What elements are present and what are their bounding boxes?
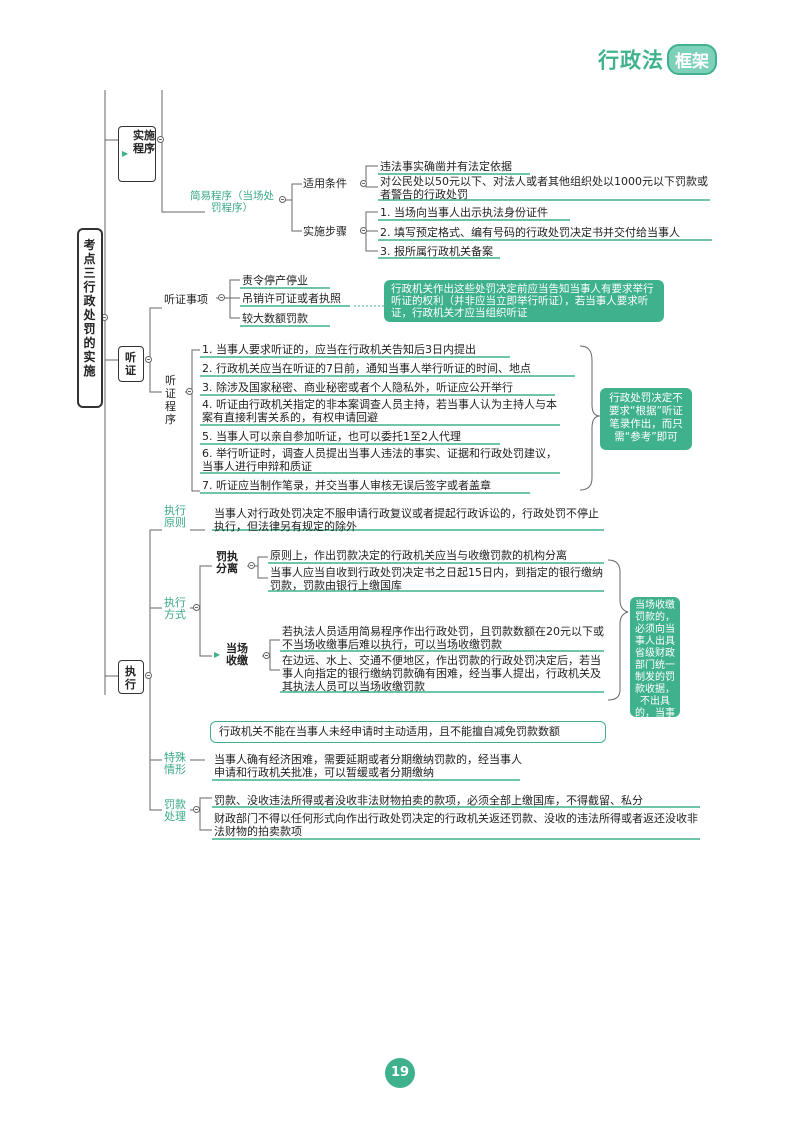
collapse-matters-icon[interactable] xyxy=(218,294,225,301)
separation-2: 当事人应当自收到行政处罚决定书之日起15日内，到指定的银行缴纳罚款，罚款由银行上… xyxy=(270,566,603,592)
procedure-5: 5. 当事人可以亲自参加听证，也可以委托1至2人代理 xyxy=(202,430,461,443)
step-3: 3. 报所属行政机关备案 xyxy=(380,245,493,258)
collapse-onsite-icon[interactable] xyxy=(263,652,270,659)
special-text: 当事人确有经济困难，需要延期或者分期缴纳罚款的，经当事人申请和行政机关批准，可以… xyxy=(214,753,522,779)
collapse-implementation-icon[interactable] xyxy=(157,136,164,143)
collapse-procedure-icon[interactable] xyxy=(186,388,193,395)
brand-logo: 行政法框架 xyxy=(598,44,717,76)
collapse-handling-icon[interactable] xyxy=(193,806,200,813)
onsite-label: 当场收缴 xyxy=(226,642,248,667)
handling-2: 财政部门不得以任何形式向作出行政处罚决定的行政机关返还罚款、没收的违法所得或者返… xyxy=(214,812,698,838)
execution-box: 执行 xyxy=(118,660,144,694)
collapse-conditions-icon[interactable] xyxy=(360,180,367,187)
separation-label: 罚执分离 xyxy=(216,550,238,575)
principle-text: 当事人对行政处罚决定不服申请行政复议或者提起行政诉讼的，行政处罚不停止执行，但法… xyxy=(214,507,599,533)
matter-2: 吊销许可证或者执照 xyxy=(242,292,341,305)
special-label: 特殊情形 xyxy=(164,751,186,776)
simple-procedure-label: 简易程序（当场处罚程序） xyxy=(190,190,274,214)
onsite-1: 若执法人员适用简易程序作出行政处罚，且罚款数额在20元以下或不当场收缴事后难以执… xyxy=(282,625,604,651)
procedure-4: 4. 听证由行政机关指定的非本案调查人员主持，若当事人认为主持人与本案有直接利害… xyxy=(202,398,557,424)
procedure-7: 7. 听证应当制作笔录，并交当事人审核无误后签字或者盖章 xyxy=(202,479,491,492)
implementation-box: ▶ 实施程序 xyxy=(118,126,156,182)
conditions-label: 适用条件 xyxy=(303,177,347,190)
procedure-3: 3. 除涉及国家秘密、商业秘密或者个人隐私外，听证应公开举行 xyxy=(202,381,513,394)
root-topic-label: 考点三 行政处罚的实施 xyxy=(83,238,96,378)
hearing-box: 听证 xyxy=(118,346,144,382)
brand-suffix: 框架 xyxy=(667,44,717,75)
condition-2: 对公民处以50元以下、对法人或者其他组织处以1000元以下罚款或者警告的行政处罚 xyxy=(380,175,708,201)
handling-1: 罚款、没收违法所得或者没收非法财物拍卖的款项，必须全部上缴国库，不得截留、私分 xyxy=(214,794,643,807)
implementation-arrow-icon: ▶ xyxy=(122,149,129,158)
brand-prefix: 行政法 xyxy=(598,48,664,73)
matter-1: 责令停产停业 xyxy=(242,274,308,287)
matters-note: 行政机关作出这些处罚决定前应当告知当事人有要求举行听证的权利（并非应当立即举行听… xyxy=(384,280,664,322)
step-1: 1. 当场向当事人出示执法身份证件 xyxy=(380,206,548,219)
collapse-steps-icon[interactable] xyxy=(360,227,367,234)
collapse-method-icon[interactable] xyxy=(193,604,200,611)
collapse-execution-icon[interactable] xyxy=(145,672,152,679)
procedure-label: 听证程序 xyxy=(165,374,176,426)
execution-label: 执行 xyxy=(125,665,136,691)
implementation-label: 实施程序 xyxy=(133,129,155,155)
procedure-6: 6. 举行听证时，调查人员提出当事人违法的事实、证据和行政处罚建议，当事人进行申… xyxy=(202,447,557,473)
matter-3: 较大数额罚款 xyxy=(242,312,308,325)
root-topic-box: 考点三 行政处罚的实施 xyxy=(77,228,103,408)
separation-1: 原则上，作出罚款决定的行政机关应当与收缴罚款的机构分离 xyxy=(270,549,567,562)
principle-label: 执行原则 xyxy=(164,504,186,529)
onsite-arrow-icon: ▶ xyxy=(214,650,221,659)
page-number-badge: 19 xyxy=(385,1058,415,1088)
collapse-separation-icon[interactable] xyxy=(248,562,255,569)
matters-label: 听证事项 xyxy=(164,293,208,306)
hearing-label: 听证 xyxy=(125,351,136,377)
handling-label: 罚款处理 xyxy=(164,798,186,823)
condition-1: 违法事实确凿并有法定依据 xyxy=(380,160,512,173)
method-label: 执行方式 xyxy=(164,596,186,621)
procedure-1: 1. 当事人要求听证的，应当在行政机关告知后3日内提出 xyxy=(202,343,476,356)
procedure-2: 2. 行政机关应当在听证的7日前，通知当事人举行听证的时间、地点 xyxy=(202,362,531,375)
page-number: 19 xyxy=(390,1065,410,1080)
steps-label: 实施步骤 xyxy=(303,225,347,238)
method-note: 行政机关不能在当事人未经申请时主动适用，且不能擅自减免罚款数额 xyxy=(210,721,606,743)
procedure-note: 行政处罚决定不要求“根据”听证笔录作出，而只需“参考”即可 xyxy=(600,388,692,450)
collapse-simple-icon[interactable] xyxy=(279,196,286,203)
onsite-note: 当场收缴罚款的，必须向当事人出具省级财政部门统一制发的罚款收据，不出具的，当事人… xyxy=(630,597,680,755)
step-2: 2. 填写预定格式、编有号码的行政处罚决定书并交付给当事人 xyxy=(380,226,680,239)
onsite-2: 在边远、水上、交通不便地区，作出罚款的行政处罚决定后，若当事人向指定的银行缴纳罚… xyxy=(282,654,601,693)
collapse-hearing-icon[interactable] xyxy=(145,356,152,363)
